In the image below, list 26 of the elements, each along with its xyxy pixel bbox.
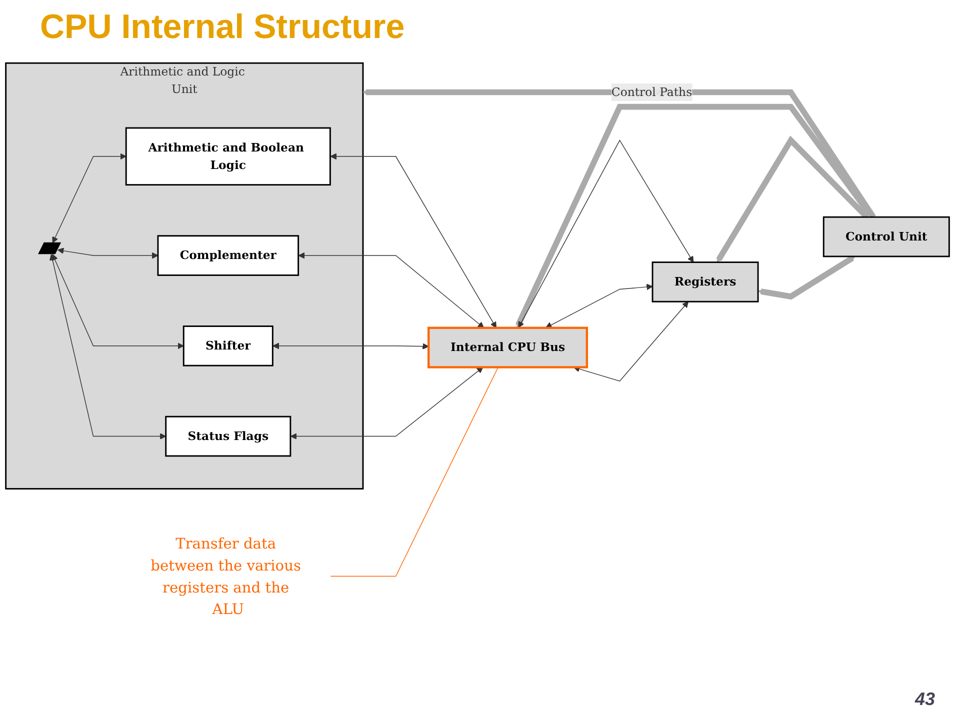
arrow xyxy=(330,153,497,328)
arrow xyxy=(758,256,856,300)
connector xyxy=(330,366,498,577)
edge-label: Control Paths xyxy=(611,84,692,99)
arrow xyxy=(573,301,689,382)
node-box: Complementer xyxy=(157,235,300,276)
arrow xyxy=(52,254,184,350)
node-box: Internal CPU Bus xyxy=(428,326,588,368)
node-box: Status Flags xyxy=(165,416,292,457)
node-bar xyxy=(38,242,62,254)
node-box: Registers xyxy=(652,262,759,302)
arrow xyxy=(272,342,429,350)
page-number: 43 xyxy=(914,689,935,710)
slide-title: CPU Internal Structure xyxy=(40,8,406,47)
node-box: Arithmetic and Boolean Logic xyxy=(125,127,331,186)
arrow xyxy=(290,366,484,440)
arrow xyxy=(49,254,166,440)
arrow xyxy=(58,248,158,259)
arrow xyxy=(52,153,126,244)
arrow xyxy=(298,252,484,328)
arrow xyxy=(546,284,653,328)
node-box: Shifter xyxy=(182,326,274,366)
node-text: Transfer data between the various registers and the ALU xyxy=(150,534,301,618)
node-box: Control Unit xyxy=(822,216,950,258)
arrow xyxy=(518,140,694,328)
arrow xyxy=(716,136,869,263)
